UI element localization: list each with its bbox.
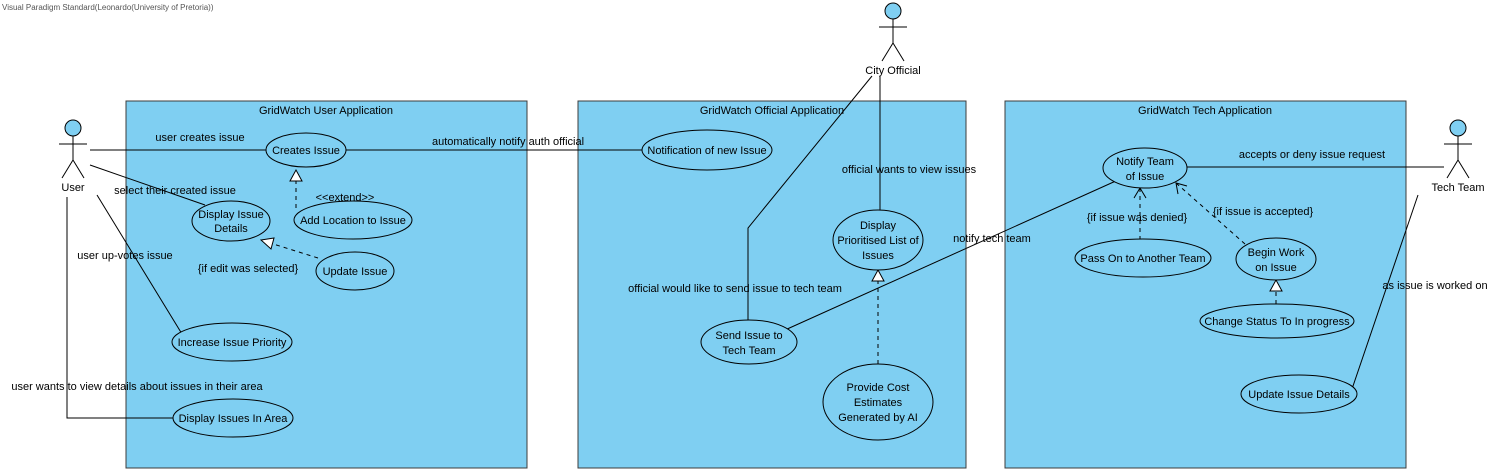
usecase-display-prioritised[interactable]: Display Prioritised List of Issues <box>832 209 924 271</box>
usecase-update-issue[interactable]: Update Issue <box>315 251 395 291</box>
usecase-send-issue[interactable]: Send Issue to Tech Team <box>700 319 798 365</box>
usecase-add-location[interactable]: Add Location to Issue <box>293 200 413 240</box>
svg-text:Generated by AI: Generated by AI <box>838 412 918 424</box>
usecase-pass-on[interactable]: Pass On to Another Team <box>1074 238 1212 278</box>
svg-text:Estimates: Estimates <box>854 397 903 409</box>
svg-text:of Issue: of Issue <box>1126 171 1165 183</box>
label-if-accepted: {if issue is accepted} <box>1213 206 1314 218</box>
label-select-created: select their created issue <box>114 185 236 197</box>
generalization-change-status <box>1269 278 1283 304</box>
assoc-send-notify <box>784 179 1119 331</box>
label-accept-deny: accepts or deny issue request <box>1239 149 1385 161</box>
assoc-user-display-details <box>89 164 206 206</box>
label-as-worked: as issue is worked on <box>1382 280 1487 292</box>
usecase-begin-work[interactable]: Begin Work on Issue <box>1235 237 1317 281</box>
label-user-view-area: user wants to view details about issues … <box>11 381 263 393</box>
svg-text:on Issue: on Issue <box>1255 262 1297 274</box>
extend-begin-work <box>1175 182 1246 245</box>
actor-user[interactable]: User <box>59 119 87 194</box>
usecase-notify-team[interactable]: Notify Team of Issue <box>1102 147 1188 189</box>
svg-text:Display Issues In Area: Display Issues In Area <box>179 413 289 425</box>
svg-text:Change Status To In progress: Change Status To In progress <box>1204 316 1350 328</box>
svg-text:Increase Issue Priority: Increase Issue Priority <box>178 337 287 349</box>
actor-city-official[interactable]: City Official <box>865 2 921 77</box>
system-title-user: GridWatch User Application <box>259 105 393 117</box>
svg-text:Add Location to Issue: Add Location to Issue <box>300 215 406 227</box>
label-official-send: official would like to send issue to tec… <box>628 283 842 295</box>
system-title-official: GridWatch Official Application <box>700 105 844 117</box>
svg-text:Provide Cost: Provide Cost <box>847 382 910 394</box>
assoc-tech-update <box>1351 194 1419 390</box>
system-title-tech: GridWatch Tech Application <box>1138 105 1272 117</box>
extend-update-issue <box>259 237 319 259</box>
label-official-view: official wants to view issues <box>842 164 977 176</box>
label-if-denied: {if issue was denied} <box>1087 212 1188 224</box>
assoc-official-send <box>747 75 873 324</box>
label-extend: <<extend>> <box>316 192 375 204</box>
svg-text:Tech Team: Tech Team <box>723 345 776 357</box>
svg-text:Issues: Issues <box>862 250 894 262</box>
label-if-edit: {if edit was selected} <box>198 263 299 275</box>
usecase-notification[interactable]: Notification of new Issue <box>641 129 773 171</box>
svg-text:Display Issue: Display Issue <box>198 209 263 221</box>
actor-user-label: User <box>61 182 85 194</box>
usecase-creates-issue[interactable]: Creates Issue <box>265 132 347 168</box>
assoc-user-area <box>66 197 174 419</box>
actor-tech-team[interactable]: Tech Team <box>1432 119 1485 194</box>
actor-tech-team-label: Tech Team <box>1432 182 1485 194</box>
svg-text:Details: Details <box>214 223 248 235</box>
usecase-increase-priority[interactable]: Increase Issue Priority <box>171 322 293 362</box>
assoc-user-increase <box>96 194 183 335</box>
svg-text:Send Issue to: Send Issue to <box>715 330 782 342</box>
label-user-creates-issue: user creates issue <box>155 132 244 144</box>
svg-text:Creates Issue: Creates Issue <box>272 145 340 157</box>
usecase-update-issue-details[interactable]: Update Issue Details <box>1240 374 1358 414</box>
svg-text:Prioritised List of: Prioritised List of <box>837 235 919 247</box>
actor-city-official-label: City Official <box>865 65 920 77</box>
usecase-change-status[interactable]: Change Status To In progress <box>1199 303 1355 339</box>
extend-add-location <box>289 168 303 208</box>
usecase-provide-cost[interactable]: Provide Cost Estimates Generated by AI <box>822 363 934 441</box>
label-user-upvotes: user up-votes issue <box>77 250 172 262</box>
generalization-provide-cost <box>871 268 885 364</box>
svg-text:Update Issue Details: Update Issue Details <box>1248 389 1350 401</box>
usecase-display-issue-details[interactable]: Display Issue Details <box>191 200 271 242</box>
svg-text:Begin Work: Begin Work <box>1248 247 1305 259</box>
svg-text:Update Issue: Update Issue <box>323 266 388 278</box>
usecase-display-issues-in-area[interactable]: Display Issues In Area <box>172 398 294 438</box>
svg-text:Notification of new Issue: Notification of new Issue <box>647 145 766 157</box>
watermark: Visual Paradigm Standard(Leonardo(Univer… <box>2 3 214 12</box>
label-notify-tech: notify tech team <box>953 233 1031 245</box>
label-auto-notify: automatically notify auth official <box>432 136 584 148</box>
svg-text:Display: Display <box>860 220 897 232</box>
svg-text:Pass On to Another Team: Pass On to Another Team <box>1080 253 1205 265</box>
svg-text:Notify Team: Notify Team <box>1116 156 1174 168</box>
